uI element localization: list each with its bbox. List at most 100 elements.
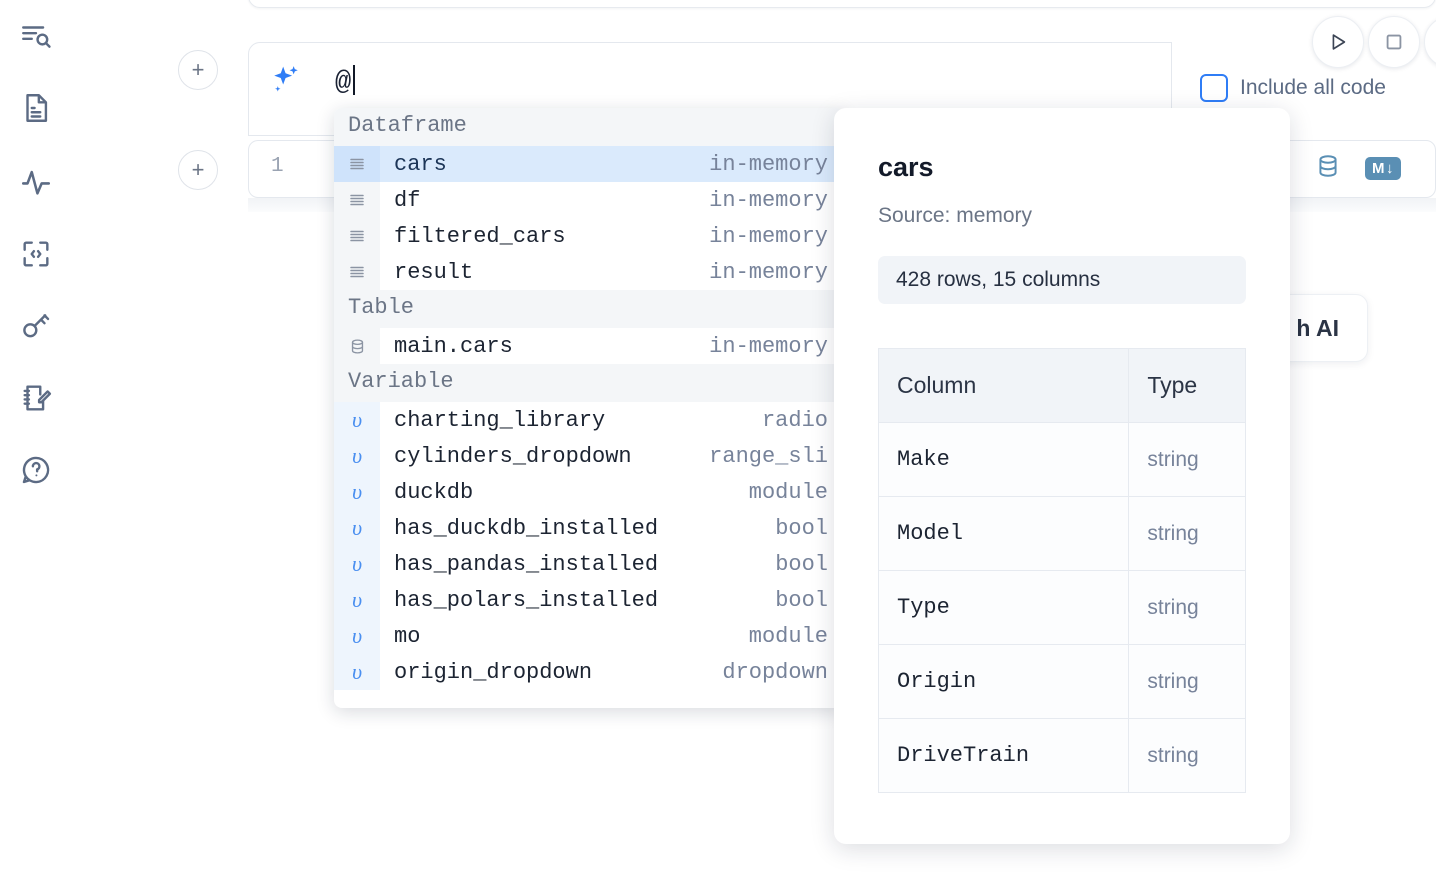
help-chat-icon[interactable]	[14, 448, 58, 492]
add-cell-label-top: +	[191, 57, 205, 82]
autocomplete-item-name: filtered_cars	[394, 223, 566, 249]
add-cell-button-bottom[interactable]: +	[178, 150, 218, 190]
key-icon[interactable]	[14, 304, 58, 348]
autocomplete-item-name: cars	[394, 151, 447, 177]
autocomplete-item-type: in-memory	[709, 223, 828, 249]
details-title: cars	[878, 152, 934, 182]
dataframe-rows-icon	[334, 254, 380, 290]
variable-upsilon-icon: υ	[334, 402, 380, 438]
details-source: Source: memory	[878, 204, 1033, 227]
code-snippet-icon[interactable]	[14, 232, 58, 276]
ai-prompt-input[interactable]: @	[335, 65, 355, 98]
variable-upsilon-icon: υ	[334, 618, 380, 654]
autocomplete-group-header: Variable	[334, 364, 844, 402]
markdown-badge-arrow: ↓	[1386, 160, 1394, 177]
details-shape-badge: 428 rows, 15 columns	[878, 256, 1246, 304]
variable-upsilon-icon: υ	[334, 438, 380, 474]
autocomplete-item-type: bool	[775, 551, 828, 577]
autocomplete-item-type: dropdown	[722, 659, 828, 685]
more-actions-button[interactable]	[1424, 16, 1436, 68]
include-all-code-label: Include all code	[1240, 76, 1386, 99]
autocomplete-item-name: result	[394, 259, 474, 285]
include-all-code-row[interactable]: Include all code	[1200, 74, 1386, 102]
autocomplete-item-type: range_sli	[709, 443, 828, 469]
markdown-badge[interactable]: M↓	[1365, 157, 1401, 180]
autocomplete-item-name: has_pandas_installed	[394, 551, 659, 577]
autocomplete-item-type: module	[748, 623, 828, 649]
autocomplete-item[interactable]: cars in-memory	[334, 146, 844, 182]
variable-upsilon-icon: υ	[334, 546, 380, 582]
dataframe-rows-icon	[334, 182, 380, 218]
details-column-name: Origin	[877, 644, 1130, 719]
details-column-name: DriveTrain	[877, 718, 1130, 793]
ai-prompt-value: @	[335, 68, 352, 98]
autocomplete-item-name: charting_library	[394, 407, 606, 433]
details-column-name: Type	[877, 570, 1130, 645]
run-button[interactable]	[1312, 16, 1364, 68]
file-text-icon[interactable]	[14, 86, 58, 130]
add-cell-button-top[interactable]: +	[178, 50, 218, 90]
database-icon[interactable]	[1315, 153, 1341, 184]
autocomplete-item-type: module	[748, 479, 828, 505]
search-outline-icon[interactable]	[14, 14, 58, 58]
autocomplete-group-header: Dataframe	[334, 108, 844, 146]
variable-upsilon-icon: υ	[334, 582, 380, 618]
markdown-badge-letter: M	[1372, 160, 1385, 177]
details-column-type: string	[1128, 422, 1246, 497]
dataframe-rows-icon	[334, 146, 380, 182]
with-ai-card-label: h AI	[1296, 314, 1339, 341]
details-column-type: string	[1128, 644, 1246, 719]
autocomplete-item-type: in-memory	[709, 187, 828, 213]
details-column-name: Make	[877, 422, 1130, 497]
database-cylinder-icon	[334, 328, 380, 364]
previous-cell-stub	[248, 0, 1436, 8]
autocomplete-item[interactable]: df in-memory	[334, 182, 844, 218]
details-column-name: Model	[877, 496, 1130, 571]
cell-actions: M↓	[1315, 153, 1401, 184]
ai-sparkle-icon	[269, 63, 303, 97]
details-column-type: string	[1128, 718, 1246, 793]
autocomplete-item[interactable]: result in-memory	[334, 254, 844, 290]
text-caret	[352, 65, 355, 95]
activity-pulse-icon[interactable]	[14, 160, 58, 204]
autocomplete-item-name: duckdb	[394, 479, 474, 505]
notebook-edit-icon[interactable]	[14, 376, 58, 420]
stop-button[interactable]	[1368, 16, 1420, 68]
details-table-header-cell: Column	[877, 348, 1130, 423]
autocomplete-item[interactable]: υ has_pandas_installed bool	[334, 546, 844, 582]
autocomplete-item-type: in-memory	[709, 259, 828, 285]
variable-upsilon-icon: υ	[334, 474, 380, 510]
autocomplete-item-name: df	[394, 187, 421, 213]
variable-upsilon-icon: υ	[334, 510, 380, 546]
details-table-header-cell: Type	[1128, 348, 1246, 423]
include-all-code-checkbox[interactable]	[1200, 74, 1228, 102]
autocomplete-item-name: has_polars_installed	[394, 587, 659, 613]
autocomplete-item-name: cylinders_dropdown	[394, 443, 632, 469]
autocomplete-item-name: mo	[394, 623, 421, 649]
autocomplete-group-header: Table	[334, 290, 844, 328]
dataframe-rows-icon	[334, 218, 380, 254]
autocomplete-item-type: in-memory	[709, 333, 828, 359]
variable-upsilon-icon: υ	[334, 654, 380, 690]
add-cell-label-bottom: +	[191, 157, 205, 182]
autocomplete-item-type: bool	[775, 515, 828, 541]
line-number: 1	[271, 155, 284, 178]
autocomplete-item[interactable]: υ cylinders_dropdown range_sli	[334, 438, 844, 474]
autocomplete-item-type: in-memory	[709, 151, 828, 177]
autocomplete-item[interactable]: filtered_cars in-memory	[334, 218, 844, 254]
dataframe-details-panel: cars Source: memory 428 rows, 15 columns…	[834, 108, 1290, 844]
